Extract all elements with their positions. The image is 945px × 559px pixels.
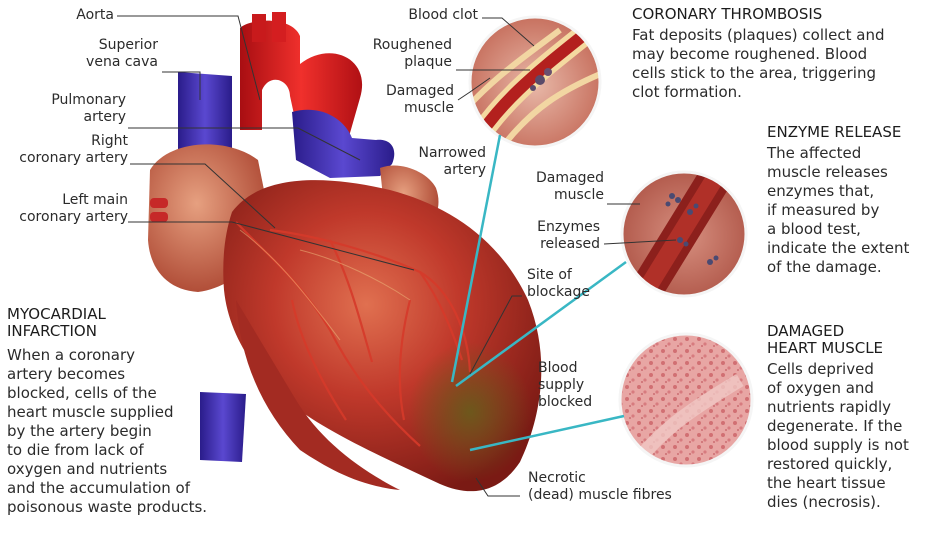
necrotic-fibres-label: Necrotic (dead) muscle fibres	[528, 470, 672, 504]
site-of-blockage-label: Site of blockage	[527, 267, 590, 301]
narrowed-artery-label: Narrowed artery	[396, 145, 486, 179]
enzyme-release-text: The affected muscle releases enzymes tha…	[767, 144, 909, 277]
myocardial-infarction-heading: MYOCARDIAL INFARCTION	[7, 306, 106, 340]
roughened-plaque-label: Roughened plaque	[352, 37, 452, 71]
superior-vena-cava-label: Superior vena cava	[48, 37, 158, 71]
enzymes-released-label: Enzymes released	[500, 219, 600, 253]
damaged-tissue-inset	[616, 330, 756, 470]
coronary-thrombosis-text: Fat deposits (plaques) collect and may b…	[632, 26, 885, 102]
coronary-thrombosis-heading: CORONARY THROMBOSIS	[632, 6, 822, 23]
pulmonary-artery-label: Pulmonary artery	[20, 92, 126, 126]
left-main-coronary-artery-label: Left main coronary artery	[2, 192, 128, 226]
damaged-muscle-top-label: Damaged muscle	[350, 83, 454, 117]
myocardial-infarction-text: When a coronary artery becomes blocked, …	[7, 346, 207, 517]
damaged-heart-muscle-heading: DAMAGED HEART MUSCLE	[767, 323, 883, 357]
damaged-muscle-mid-label: Damaged muscle	[500, 170, 604, 204]
enzyme-release-heading: ENZYME RELEASE	[767, 124, 901, 141]
damaged-heart-muscle-text: Cells deprived of oxygen and nutrients r…	[767, 360, 909, 512]
blood-clot-label: Blood clot	[380, 7, 478, 24]
coronary-thrombosis-inset	[456, 10, 610, 160]
blood-supply-blocked-label: Blood supply blocked	[538, 360, 592, 411]
right-coronary-artery-label: Right coronary artery	[2, 133, 128, 167]
aorta-label: Aorta	[60, 7, 114, 24]
